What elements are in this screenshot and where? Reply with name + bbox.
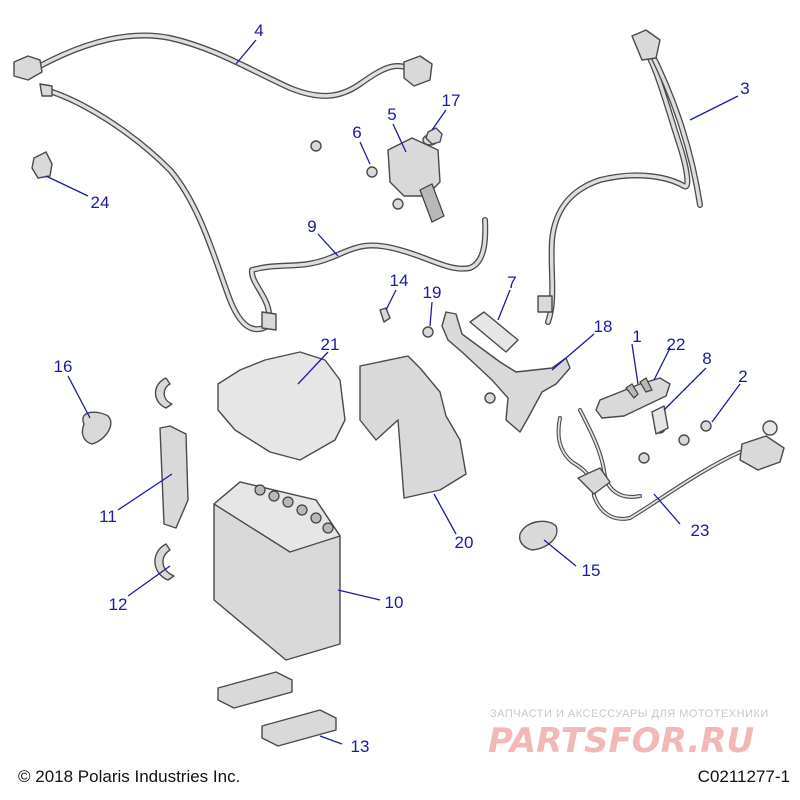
callout-6: 6: [352, 123, 361, 142]
callout-7: 7: [507, 273, 516, 292]
callouts: 1 2 3 4 5 6 7 8 9 10 11 12 13 14 15 16 1…: [54, 21, 750, 756]
cable-tie-16: [81, 411, 112, 445]
ground-cable-9: [39, 83, 489, 333]
callout-1: 1: [632, 327, 641, 346]
fuse-block-1: [595, 377, 671, 419]
bracket-18: [441, 311, 571, 433]
watermark-logo: PARTSFOR.RU: [488, 721, 754, 761]
callout-15: 15: [582, 561, 601, 580]
callout-16: 16: [54, 357, 73, 376]
watermark: ЗАПЧАСТИ И АКСЕССУАРЫ ДЛЯ МОТОТЕХНИКИ PA…: [488, 708, 769, 761]
callout-14: 14: [390, 271, 409, 290]
sleeve-7: [469, 311, 519, 353]
callout-18: 18: [594, 317, 613, 336]
callout-11: 11: [99, 507, 117, 526]
callout-20: 20: [455, 533, 474, 552]
clips-12: [154, 377, 175, 581]
nut-2: [700, 420, 712, 432]
callout-17: 17: [442, 91, 461, 110]
callout-3: 3: [740, 79, 749, 98]
callout-24: 24: [91, 193, 110, 212]
battery-cable-3: [537, 29, 703, 325]
pads-13: [217, 671, 337, 747]
callout-13: 13: [351, 737, 370, 756]
leader-lines: [45, 39, 741, 745]
diagram-code: C0211277-1: [698, 767, 790, 786]
callout-23: 23: [691, 521, 710, 540]
callout-5: 5: [387, 105, 396, 124]
battery-10: [213, 481, 341, 661]
harness-23: [556, 408, 785, 521]
callout-21: 21: [321, 335, 340, 354]
callout-2: 2: [738, 367, 747, 386]
bolt-19: [422, 326, 434, 338]
callout-9: 9: [307, 217, 316, 236]
clip-24: [31, 151, 53, 179]
callout-22: 22: [667, 335, 686, 354]
callout-4: 4: [254, 21, 263, 40]
callout-10: 10: [385, 593, 404, 612]
heat-shield-20: [359, 355, 467, 499]
battery-cover-21: [217, 351, 346, 461]
bolt-6: [366, 166, 378, 178]
callout-8: 8: [702, 349, 711, 368]
strap-11: [159, 425, 189, 529]
battery-cable-4: [13, 32, 433, 99]
watermark-tagline: ЗАПЧАСТИ И АКСЕССУАРЫ ДЛЯ МОТОТЕХНИКИ: [490, 708, 769, 720]
copyright-text: © 2018 Polaris Industries Inc.: [18, 767, 240, 786]
callout-19: 19: [423, 283, 442, 302]
nut-17: [425, 127, 443, 145]
fuse-22: [625, 383, 639, 399]
screw-14: [379, 307, 391, 323]
callout-12: 12: [109, 595, 128, 614]
fuse-8: [651, 405, 669, 435]
fasteners: [310, 127, 712, 464]
